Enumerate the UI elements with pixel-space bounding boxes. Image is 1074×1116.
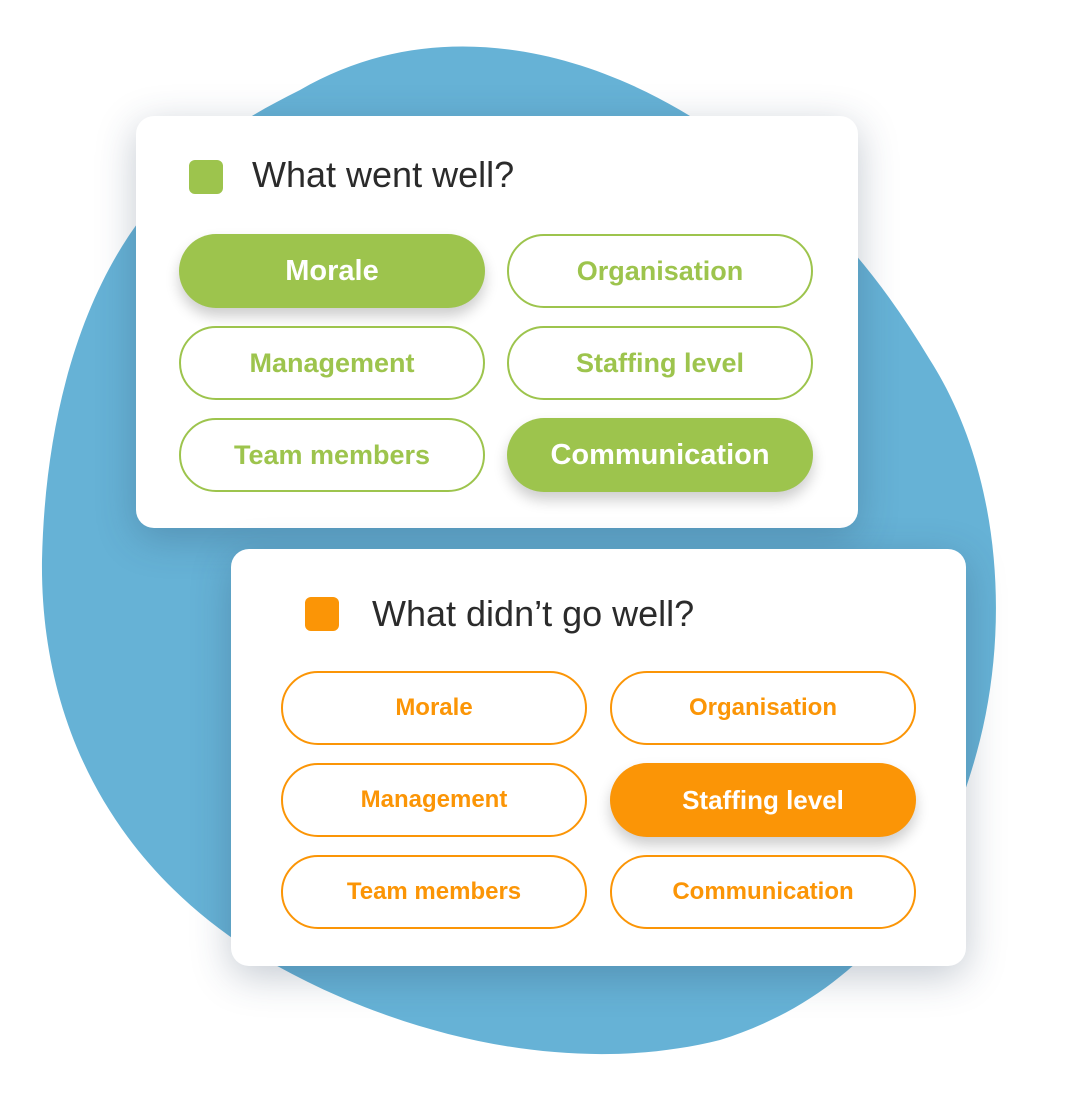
didnt-go-well-card: What didn’t go well? Morale Organisation… [231, 549, 966, 966]
option-management[interactable]: Management [281, 763, 587, 837]
card-title: What went well? [252, 154, 515, 195]
option-team-members[interactable]: Team members [179, 418, 485, 492]
option-communication[interactable]: Communication [610, 855, 916, 929]
card-title: What didn’t go well? [372, 593, 695, 634]
option-morale[interactable]: Morale [179, 234, 485, 308]
went-well-card: What went well? Morale Organisation Mana… [136, 116, 858, 528]
option-organisation[interactable]: Organisation [507, 234, 813, 308]
option-organisation[interactable]: Organisation [610, 671, 916, 745]
option-communication[interactable]: Communication [507, 418, 813, 492]
option-staffing-level[interactable]: Staffing level [507, 326, 813, 400]
green-square-icon [189, 160, 223, 194]
option-staffing-level[interactable]: Staffing level [610, 763, 916, 837]
orange-square-icon [305, 597, 339, 631]
option-management[interactable]: Management [179, 326, 485, 400]
option-morale[interactable]: Morale [281, 671, 587, 745]
option-team-members[interactable]: Team members [281, 855, 587, 929]
